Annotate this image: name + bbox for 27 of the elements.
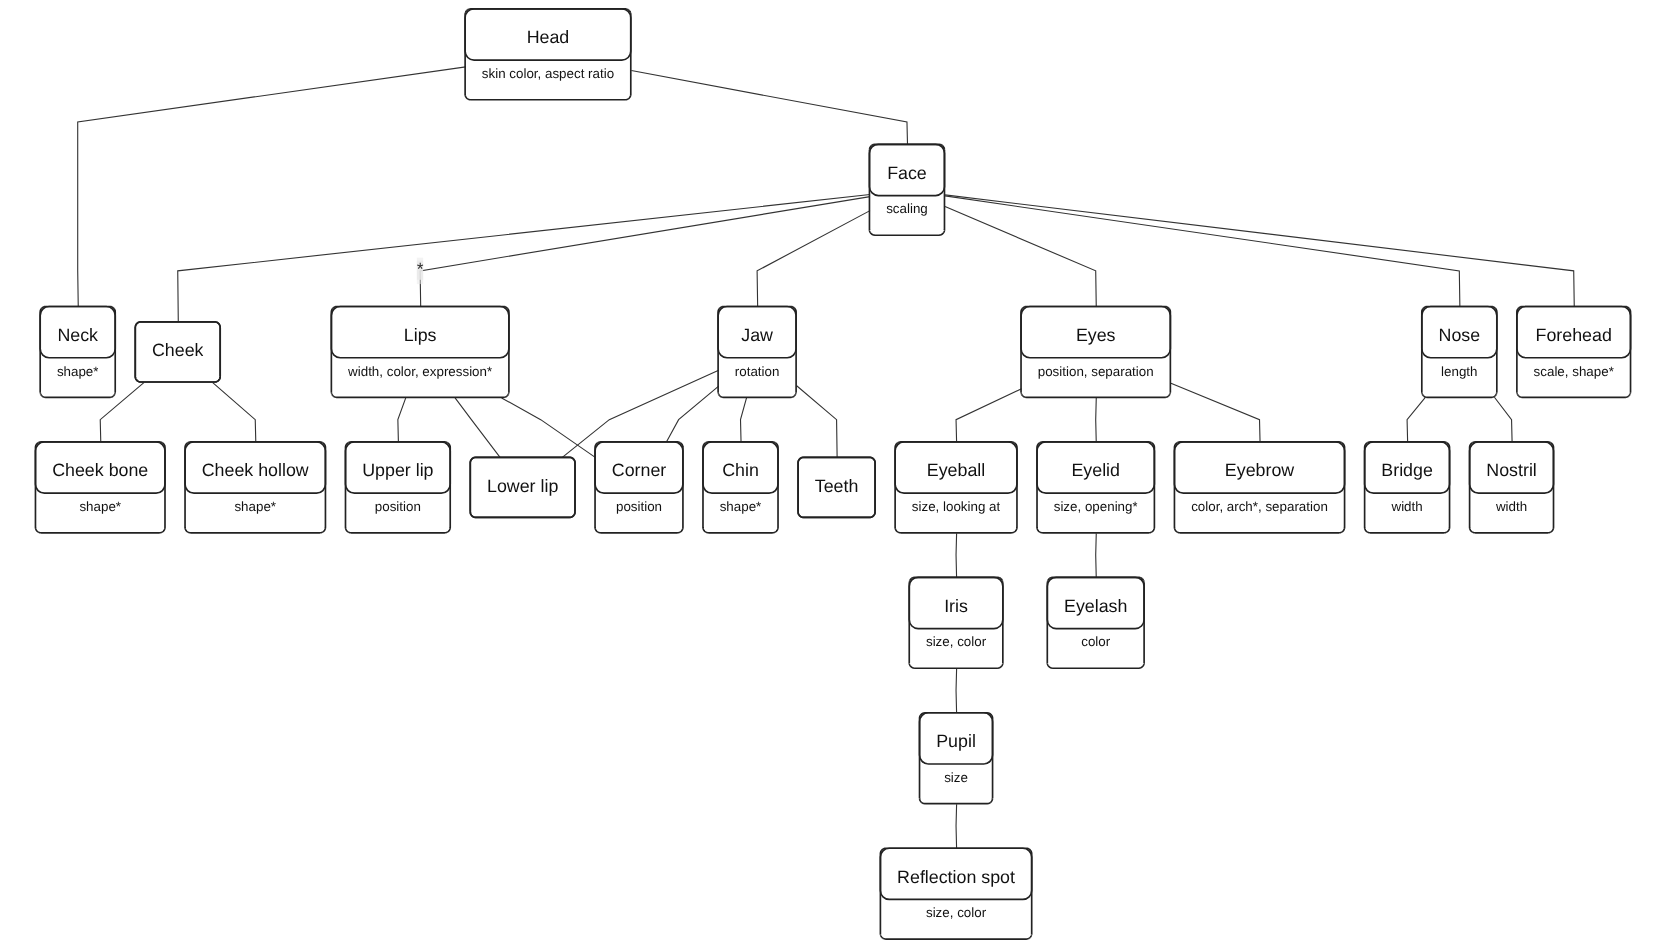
- connector: [955, 668, 958, 714]
- connector: [944, 194, 1575, 308]
- connector: [630, 69, 909, 146]
- connector: [1095, 532, 1097, 579]
- connector: [501, 397, 597, 459]
- connector: [665, 385, 720, 444]
- connector: [419, 196, 871, 308]
- connector: [1493, 396, 1513, 444]
- connector: [955, 532, 958, 579]
- connector: [397, 397, 407, 444]
- connector: [1095, 397, 1097, 444]
- connector: [454, 397, 501, 459]
- connector: [739, 397, 748, 444]
- connector: [955, 803, 958, 850]
- connector: [177, 193, 871, 323]
- connector: [561, 369, 720, 459]
- connector: [756, 210, 871, 308]
- connector: [944, 205, 1097, 308]
- connector: [955, 388, 1023, 444]
- connector: [99, 382, 145, 444]
- edge-label: *: [416, 260, 424, 280]
- connector: [796, 385, 838, 459]
- connector: [212, 382, 257, 444]
- connector: [944, 195, 1461, 308]
- connector: [1406, 396, 1426, 444]
- connector: [1170, 382, 1261, 444]
- connector: [77, 66, 467, 308]
